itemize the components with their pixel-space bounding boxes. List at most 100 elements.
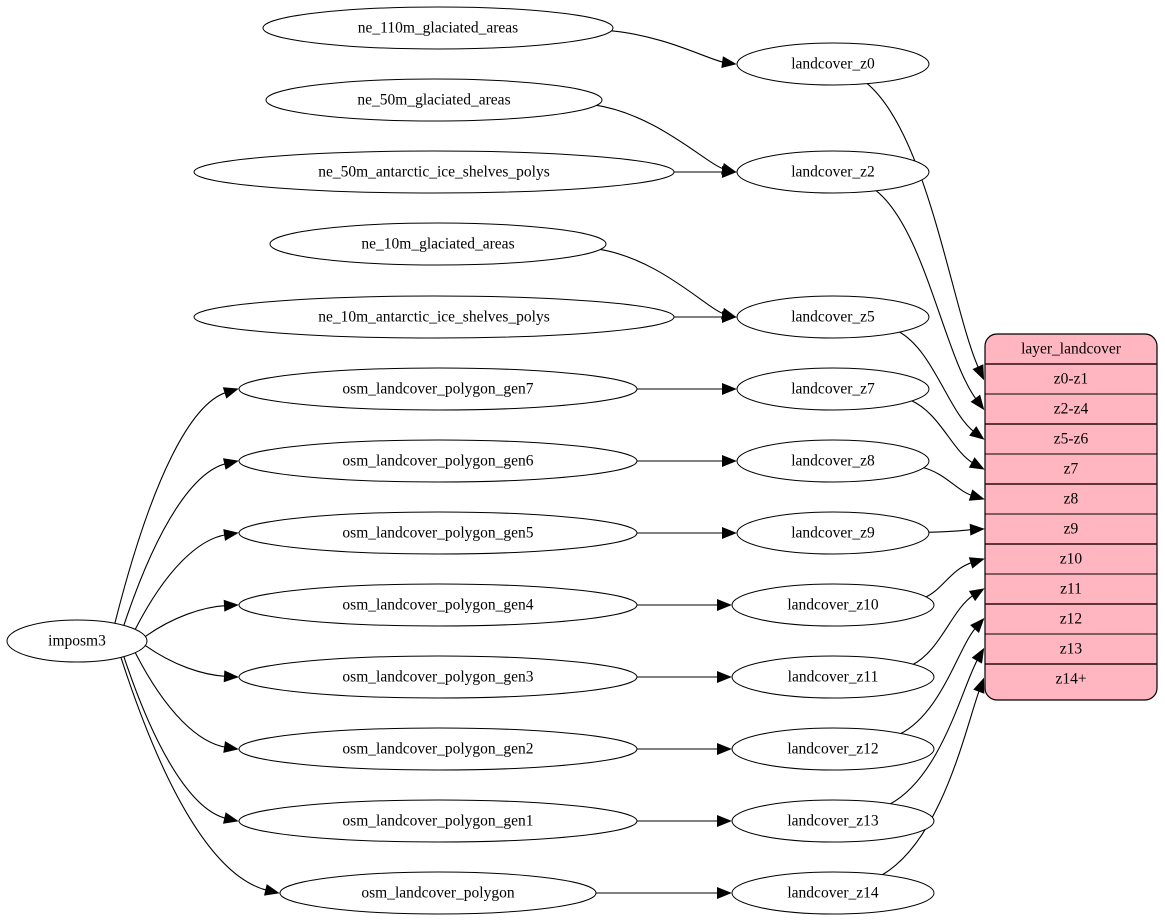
node-shape-osm_landcover_polygon_gen2 xyxy=(238,727,638,771)
edge-imposm3-to-osm_landcover_polygon xyxy=(120,657,268,892)
edge-arrowhead xyxy=(969,523,985,536)
node-osm_landcover_polygon_gen1[interactable]: osm_landcover_polygon_gen1 xyxy=(238,799,638,843)
table-row-z11[interactable]: z11 xyxy=(985,574,1157,604)
node-landcover_z13[interactable]: landcover_z13 xyxy=(731,799,935,843)
table-header-label: layer_landcover xyxy=(1021,341,1122,358)
edge-arrowhead xyxy=(972,364,985,381)
node-ne_10m_glaciated_areas[interactable]: ne_10m_glaciated_areas xyxy=(269,222,607,266)
edges-layer xyxy=(114,29,985,899)
node-landcover_z7[interactable]: landcover_z7 xyxy=(736,367,930,411)
node-label-osm_landcover_polygon_gen3: osm_landcover_polygon_gen3 xyxy=(342,669,533,686)
node-label-ne_50m_glaciated_areas: ne_50m_glaciated_areas xyxy=(357,92,510,109)
node-shape-ne_10m_antarctic_ice_shelves_polys xyxy=(193,295,675,339)
node-landcover_z8[interactable]: landcover_z8 xyxy=(736,439,930,483)
table-row-label: z11 xyxy=(1060,581,1082,598)
edge-imposm3-to-osm_landcover_polygon_gen4 xyxy=(145,605,227,637)
edge-imposm3-to-osm_landcover_polygon_gen6 xyxy=(123,462,227,626)
edge-landcover_z0-to-table xyxy=(865,82,980,370)
table-row-z0-z1[interactable]: z0-z1 xyxy=(985,364,1157,394)
edge-landcover_z9-to-table xyxy=(925,529,973,533)
node-osm_landcover_polygon_gen3[interactable]: osm_landcover_polygon_gen3 xyxy=(238,655,638,699)
node-label-landcover_z2: landcover_z2 xyxy=(791,164,875,181)
node-shape-landcover_z11 xyxy=(731,655,935,699)
edge-arrowhead xyxy=(223,599,239,612)
node-landcover_z0[interactable]: landcover_z0 xyxy=(736,42,930,86)
node-ne_50m_antarctic_ice_shelves_polys[interactable]: ne_50m_antarctic_ice_shelves_polys xyxy=(193,150,675,194)
node-osm_landcover_polygon[interactable]: osm_landcover_polygon xyxy=(279,871,597,915)
edge-arrowhead xyxy=(717,671,732,683)
node-osm_landcover_polygon_gen6[interactable]: osm_landcover_polygon_gen6 xyxy=(238,439,638,483)
node-imposm3[interactable]: imposm3 xyxy=(6,619,148,663)
node-shape-osm_landcover_polygon_gen5 xyxy=(238,511,638,555)
table-row-z12[interactable]: z12 xyxy=(985,604,1157,634)
edge-arrowhead xyxy=(722,455,737,467)
node-landcover_z14[interactable]: landcover_z14 xyxy=(731,871,935,915)
edge-arrowhead xyxy=(223,529,239,541)
node-label-landcover_z0: landcover_z0 xyxy=(791,56,875,73)
node-shape-landcover_z7 xyxy=(736,367,930,411)
node-landcover_z10[interactable]: landcover_z10 xyxy=(731,583,935,627)
table-row-z9[interactable]: z9 xyxy=(985,514,1157,544)
node-landcover_z5[interactable]: landcover_z5 xyxy=(736,295,930,339)
node-osm_landcover_polygon_gen5[interactable]: osm_landcover_polygon_gen5 xyxy=(238,511,638,555)
node-ne_50m_glaciated_areas[interactable]: ne_50m_glaciated_areas xyxy=(265,78,603,122)
node-shape-landcover_z12 xyxy=(731,727,935,771)
node-label-landcover_z8: landcover_z8 xyxy=(791,453,875,470)
node-shape-ne_50m_glaciated_areas xyxy=(265,78,603,122)
edge-arrowhead xyxy=(970,394,985,411)
node-shape-landcover_z9 xyxy=(736,511,930,555)
edge-arrowhead xyxy=(968,489,985,501)
table-row-z5-z6[interactable]: z5-z6 xyxy=(985,424,1157,454)
node-shape-osm_landcover_polygon_gen6 xyxy=(238,439,638,483)
edge-landcover_z10-to-table xyxy=(923,561,974,599)
edge-ne_110m_glaciated_areas-to-landcover_z0 xyxy=(606,29,725,64)
table-row-label: z0-z1 xyxy=(1054,371,1088,388)
node-osm_landcover_polygon_gen2[interactable]: osm_landcover_polygon_gen2 xyxy=(238,727,638,771)
node-landcover_z9[interactable]: landcover_z9 xyxy=(736,511,930,555)
table-row-z8[interactable]: z8 xyxy=(985,484,1157,514)
edge-arrowhead xyxy=(717,887,732,899)
node-osm_landcover_polygon_gen4[interactable]: osm_landcover_polygon_gen4 xyxy=(238,583,638,627)
node-shape-landcover_z5 xyxy=(736,295,930,339)
table-row-z14+[interactable]: z14+ xyxy=(985,664,1157,694)
node-label-landcover_z13: landcover_z13 xyxy=(787,813,878,830)
node-shape-osm_landcover_polygon_gen4 xyxy=(238,583,638,627)
edge-arrowhead xyxy=(722,166,737,178)
node-ne_10m_antarctic_ice_shelves_polys[interactable]: ne_10m_antarctic_ice_shelves_polys xyxy=(193,295,675,339)
edge-landcover_z8-to-table xyxy=(920,466,974,497)
node-label-osm_landcover_polygon_gen1: osm_landcover_polygon_gen1 xyxy=(342,813,533,830)
edge-landcover_z2-to-table xyxy=(874,189,978,401)
node-shape-osm_landcover_polygon_gen7 xyxy=(238,367,638,411)
edge-landcover_z7-to-table xyxy=(909,399,975,465)
node-landcover_z12[interactable]: landcover_z12 xyxy=(731,727,935,771)
table-row-z7[interactable]: z7 xyxy=(985,454,1157,484)
node-shape-osm_landcover_polygon_gen3 xyxy=(238,655,638,699)
node-label-landcover_z9: landcover_z9 xyxy=(791,525,875,542)
node-landcover_z11[interactable]: landcover_z11 xyxy=(731,655,935,699)
edge-arrowhead xyxy=(223,741,239,753)
node-ne_110m_glaciated_areas[interactable]: ne_110m_glaciated_areas xyxy=(262,6,614,50)
node-shape-landcover_z14 xyxy=(731,871,935,915)
edge-arrowhead xyxy=(968,457,985,470)
edge-imposm3-to-osm_landcover_polygon_gen5 xyxy=(134,534,227,630)
node-shape-landcover_z2 xyxy=(736,150,930,194)
node-label-imposm3: imposm3 xyxy=(48,633,106,650)
edge-imposm3-to-osm_landcover_polygon_gen1 xyxy=(123,656,227,820)
node-label-ne_110m_glaciated_areas: ne_110m_glaciated_areas xyxy=(358,20,518,37)
edge-arrowhead xyxy=(717,743,732,755)
table-row-label: z10 xyxy=(1060,551,1083,568)
table-row-z2-z4[interactable]: z2-z4 xyxy=(985,394,1157,424)
table-row-z13[interactable]: z13 xyxy=(985,634,1157,664)
edge-arrowhead xyxy=(721,56,737,69)
node-shape-landcover_z10 xyxy=(731,583,935,627)
edge-arrowhead xyxy=(223,812,239,824)
node-label-landcover_z10: landcover_z10 xyxy=(787,597,878,614)
node-label-osm_landcover_polygon_gen4: osm_landcover_polygon_gen4 xyxy=(342,597,533,614)
table-row-label: z8 xyxy=(1064,491,1079,508)
node-osm_landcover_polygon_gen7[interactable]: osm_landcover_polygon_gen7 xyxy=(238,367,638,411)
node-label-ne_50m_antarctic_ice_shelves_polys: ne_50m_antarctic_ice_shelves_polys xyxy=(318,164,550,181)
node-landcover_z2[interactable]: landcover_z2 xyxy=(736,150,930,194)
table-row-z10[interactable]: z10 xyxy=(985,544,1157,574)
